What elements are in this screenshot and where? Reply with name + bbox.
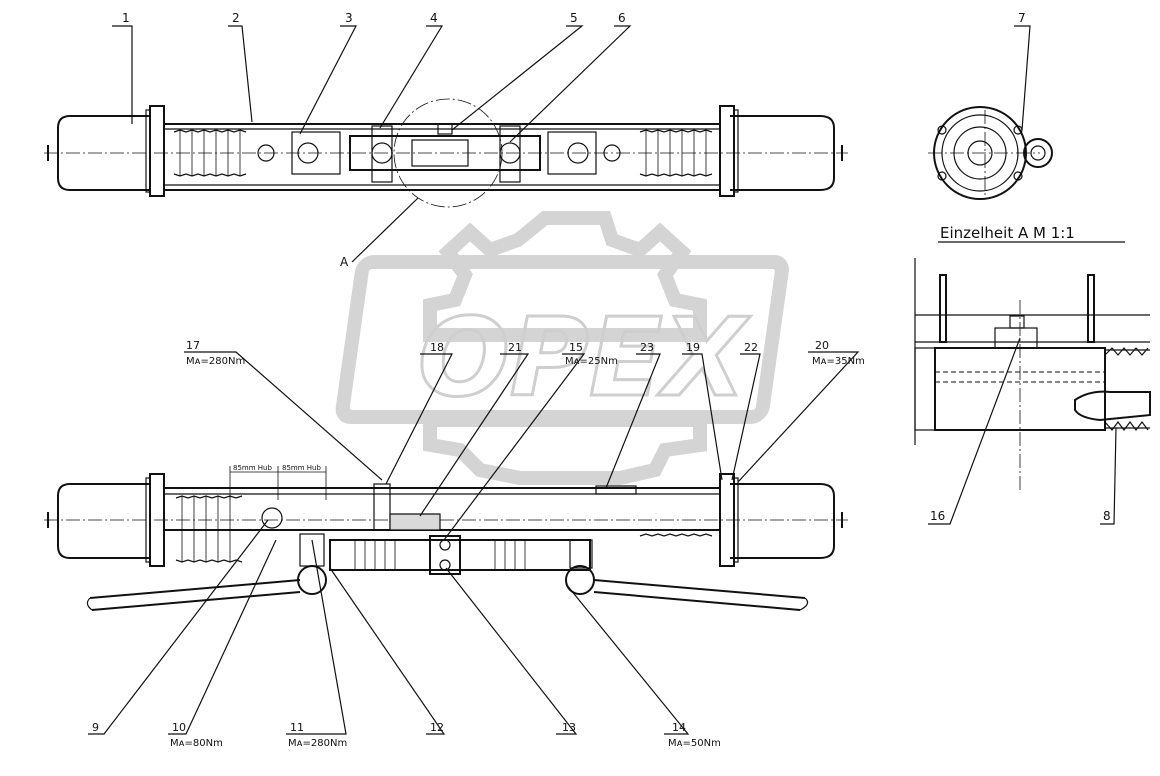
- svg-text:2: 2: [232, 11, 240, 25]
- svg-text:15: 15: [569, 341, 583, 354]
- svg-text:19: 19: [686, 341, 700, 354]
- svg-text:10: 10: [172, 721, 186, 734]
- callout-7: 7: [1014, 11, 1031, 131]
- top-view-assembly: A: [44, 98, 848, 269]
- callout-6: 6: [509, 11, 632, 143]
- svg-text:Mᴀ=35Nm: Mᴀ=35Nm: [812, 356, 865, 367]
- svg-text:Mᴀ=280Nm: Mᴀ=280Nm: [186, 356, 245, 367]
- svg-text:5: 5: [570, 11, 578, 25]
- detail-title: Einzelheit A M 1:1: [940, 224, 1075, 242]
- callout-1: 1: [112, 11, 133, 124]
- svg-text:3: 3: [345, 11, 353, 25]
- callout-22: 22: [731, 341, 761, 481]
- svg-text:Mᴀ=280Nm: Mᴀ=280Nm: [288, 738, 347, 749]
- svg-text:1: 1: [122, 11, 130, 25]
- callout-16: 16: [928, 337, 1021, 525]
- callout-2: 2: [228, 11, 253, 123]
- callout-20: 20 Mᴀ=35Nm: [737, 339, 865, 483]
- svg-text:9: 9: [92, 721, 99, 734]
- svg-text:7: 7: [1018, 11, 1026, 25]
- svg-text:16: 16: [930, 509, 945, 523]
- svg-text:17: 17: [186, 339, 200, 352]
- svg-text:Mᴀ=80Nm: Mᴀ=80Nm: [170, 738, 223, 749]
- svg-text:21: 21: [508, 341, 522, 354]
- callout-21: 21: [419, 341, 530, 517]
- svg-text:20: 20: [815, 339, 829, 352]
- callout-15: 15 Mᴀ=25Nm: [443, 341, 618, 541]
- watermark-logo: OPEX: [335, 211, 789, 485]
- svg-text:Mᴀ=25Nm: Mᴀ=25Nm: [565, 356, 618, 367]
- callouts: 1 2 3 4 5 6 7 16: [88, 11, 1117, 749]
- svg-text:11: 11: [290, 721, 304, 734]
- callout-5: 5: [451, 11, 584, 131]
- callout-8: 8: [1100, 427, 1117, 525]
- callout-12: 12: [329, 567, 446, 735]
- svg-text:8: 8: [1103, 509, 1111, 523]
- callout-18: 18: [385, 341, 453, 485]
- svg-text:4: 4: [430, 11, 438, 25]
- svg-text:23: 23: [640, 341, 654, 354]
- callout-10: 10 Mᴀ=80Nm: [168, 539, 277, 749]
- section-label-a: A: [340, 255, 349, 269]
- callout-4: 4: [379, 11, 444, 129]
- svg-text:18: 18: [430, 341, 444, 354]
- stroke-label-left: 85mm Hub: [233, 464, 272, 472]
- callout-19: 19: [682, 341, 723, 481]
- watermark-text: OPEX: [418, 296, 751, 421]
- callout-13: 13: [445, 567, 578, 735]
- svg-text:22: 22: [744, 341, 758, 354]
- svg-text:12: 12: [430, 721, 444, 734]
- callout-14: 14 Mᴀ=50Nm: [565, 583, 721, 749]
- front-view-assembly: 85mm Hub 85mm Hub: [44, 464, 848, 611]
- callout-23: 23: [605, 341, 661, 489]
- callout-11: 11 Mᴀ=280Nm: [286, 539, 347, 749]
- side-view-assembly: [928, 106, 1053, 200]
- svg-text:13: 13: [562, 721, 576, 734]
- detail-a-view: [914, 258, 1151, 490]
- svg-text:14: 14: [672, 721, 686, 734]
- stroke-label-right: 85mm Hub: [282, 464, 321, 472]
- callout-3: 3: [299, 11, 357, 135]
- callout-17: 17 Mᴀ=280Nm: [184, 339, 383, 481]
- svg-text:6: 6: [618, 11, 626, 25]
- callout-9: 9: [88, 519, 269, 735]
- svg-text:Mᴀ=50Nm: Mᴀ=50Nm: [668, 738, 721, 749]
